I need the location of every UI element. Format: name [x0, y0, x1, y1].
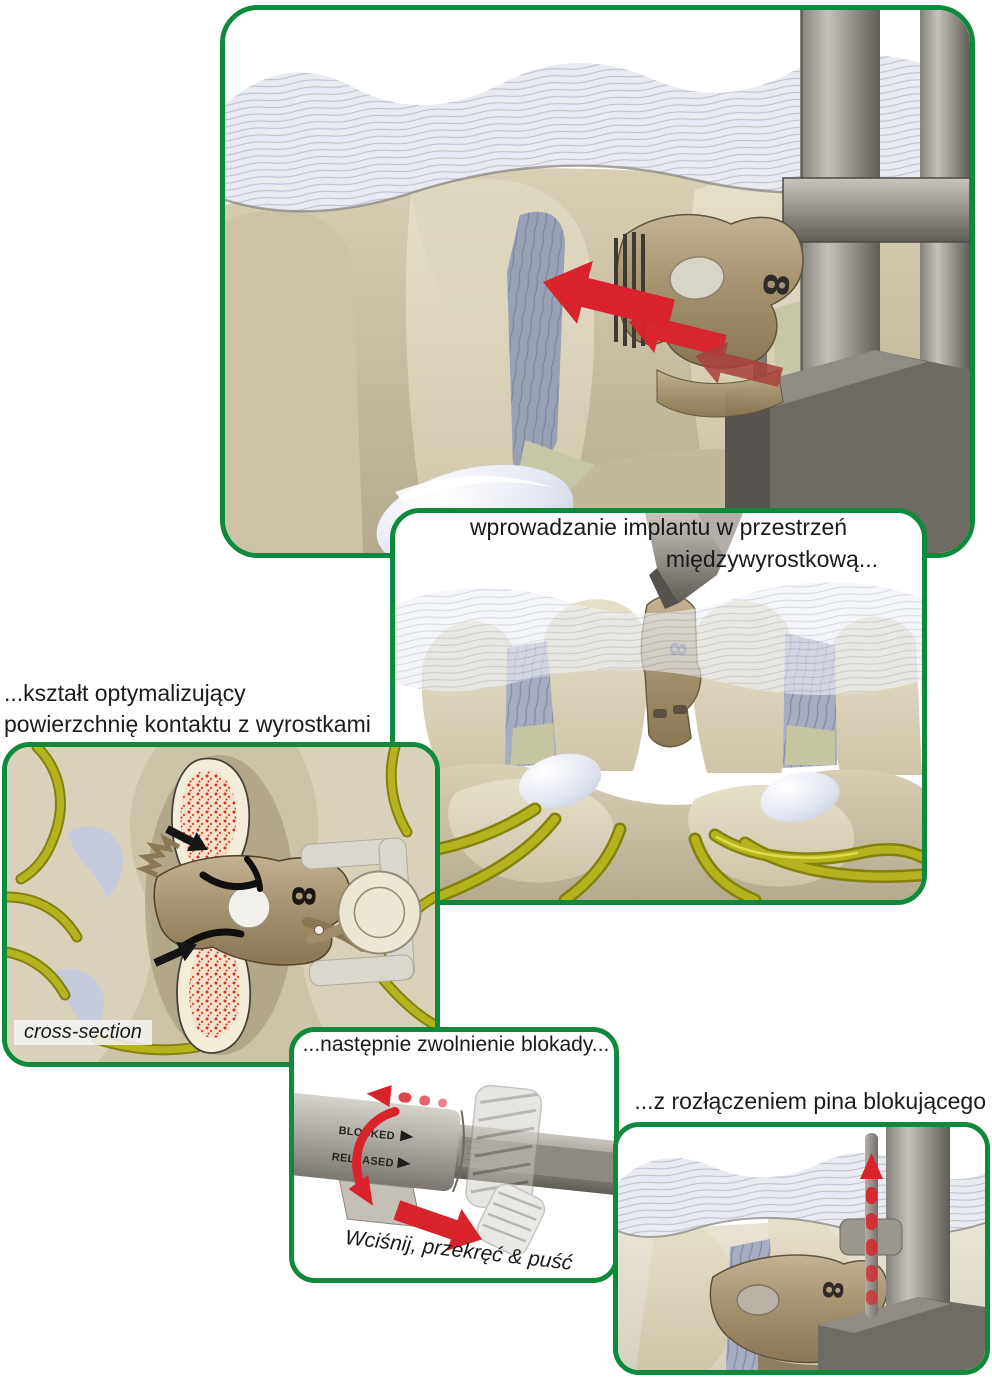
red-dashed-arrowhead-icon [366, 1085, 392, 1107]
cross-section-illustration: 8 [7, 747, 435, 1062]
caption-lateral-line2: międzywyrostkową... [665, 546, 878, 572]
ghost-knurled-knob [465, 1084, 546, 1256]
inserter-tip [645, 513, 743, 609]
rotation-annotations [348, 1085, 490, 1261]
spinous-process-section-lower [176, 923, 252, 1054]
pointer-triangle [397, 1157, 411, 1169]
supraspinous-ligament [225, 54, 970, 213]
caption-lock-release: ...następnie zwolnienie blokady... [302, 1033, 610, 1056]
red-up-arrowhead-icon [860, 1153, 883, 1179]
caption-cross-section-line1: ...kształt optymalizujący [4, 680, 246, 706]
contact-annotations [150, 819, 263, 973]
panel-lateral: 8 [390, 508, 927, 905]
pin-release-arrow [860, 1153, 883, 1305]
pointer-triangle [399, 1130, 414, 1142]
implant-serrated-jaw [135, 833, 181, 878]
holder-instrument [300, 837, 422, 987]
supraspinous-ligament [395, 582, 922, 696]
implant-clamp: 8 [135, 833, 370, 966]
red-curved-arrow-icon [352, 1107, 400, 1191]
facet-cartilage [518, 753, 602, 809]
caption-cross-section-line2: powierzchnię kontaktu z wyrostkami [4, 711, 371, 737]
insertion-illustration: 8 [225, 10, 970, 553]
lateral-spine-illustration: 8 [395, 513, 922, 900]
facet-cartilage [760, 772, 840, 822]
caption-pin-release: ...z rozłączeniem pina blokującego [634, 1088, 986, 1114]
holder-knob [337, 870, 422, 955]
implant-hole [669, 256, 725, 300]
holder-instrument [818, 1127, 985, 1370]
panel-pin-release: 8 [613, 1122, 990, 1375]
caption-lateral-line1: wprowadzanie implantu w przestrzeń [469, 514, 848, 540]
instrument-handle: BLOCKED RELEASED [294, 1084, 614, 1261]
implant-size-marking: 8 [284, 885, 321, 908]
red-curved-arrowhead [348, 1175, 373, 1206]
panel-insertion: 8 [220, 5, 975, 558]
view-label-cross-section: cross-section [14, 1020, 152, 1045]
lock-mechanism-illustration: BLOCKED RELEASED [294, 1032, 614, 1278]
panel-cross-section: 8 [2, 742, 440, 1067]
implant-size-marking: 8 [754, 271, 796, 298]
pin-release-illustration: 8 [618, 1127, 985, 1370]
implant-hole [227, 885, 271, 929]
caption-cross-section: ...kształt optymalizujący powierzchnię k… [4, 678, 404, 740]
implant-size-marking: 8 [816, 1280, 848, 1301]
implant-hole [736, 1284, 780, 1316]
panel-lock-release: BLOCKED RELEASED [289, 1027, 619, 1283]
